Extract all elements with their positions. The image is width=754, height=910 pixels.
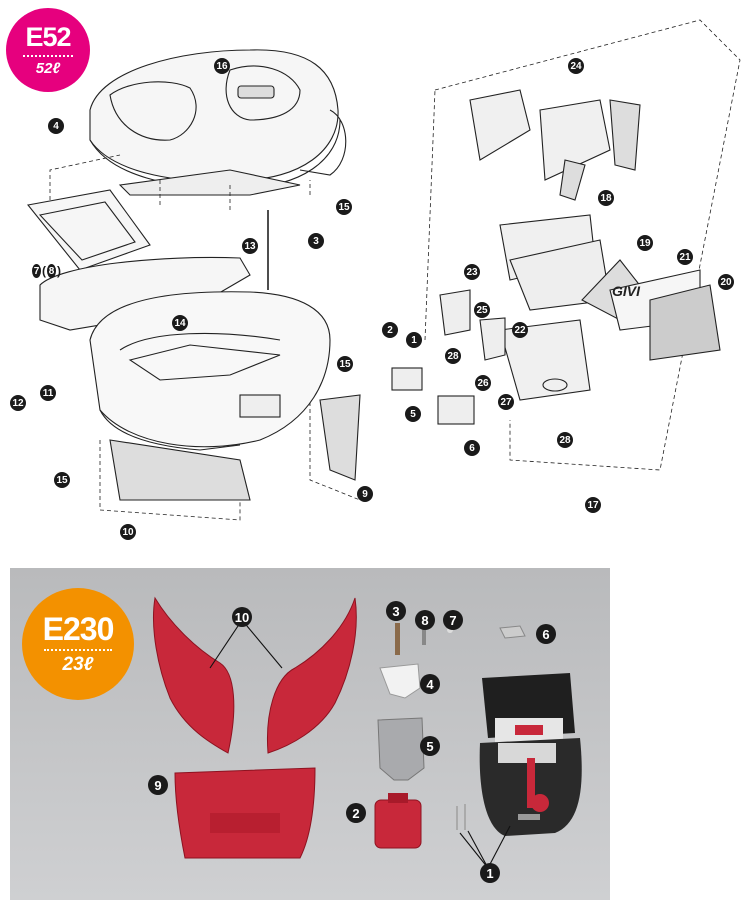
callout-4: 4 [48, 118, 64, 134]
callout-25: 25 [474, 302, 490, 318]
givi-logo-plate: GIVI [612, 283, 641, 299]
callout-18: 18 [598, 190, 614, 206]
callout-28-left: 28 [445, 348, 461, 364]
callout-2: 2 [382, 322, 398, 338]
callout-26: 26 [475, 375, 491, 391]
callout-16: 16 [214, 58, 230, 74]
e230-capacity: 23ℓ [62, 653, 94, 675]
e230-callout-10: 10 [232, 607, 252, 627]
e230-callout-8: 8 [415, 610, 435, 630]
callout-15-skid: 15 [54, 472, 70, 488]
callout-15-base: 15 [337, 356, 353, 372]
e230-parts-photo [153, 596, 582, 869]
callout-14: 14 [172, 315, 188, 331]
e52-model-name: E52 [25, 21, 71, 52]
callout-1: 1 [406, 332, 422, 348]
callout-22: 22 [512, 322, 528, 338]
e52-model-badge: E52 52ℓ [6, 8, 90, 92]
lock-assembly-outline [391, 89, 721, 425]
callout-20: 20 [718, 274, 734, 290]
e52-capacity: 52ℓ [35, 59, 61, 77]
callout-10: 10 [120, 524, 136, 540]
e230-model-badge: E230 23ℓ [22, 588, 134, 700]
e230-callout-6: 6 [536, 624, 556, 644]
callout-6: 6 [464, 440, 480, 456]
badge-divider [44, 648, 112, 651]
inner-tray-outline [26, 189, 151, 271]
callout-19: 19 [637, 235, 653, 251]
callout-27: 27 [498, 394, 514, 410]
callout-24: 24 [568, 58, 584, 74]
callout-21: 21 [677, 249, 693, 265]
callout-5: 5 [405, 406, 421, 422]
e230-callout-5: 5 [420, 736, 440, 756]
callout-13: 13 [242, 238, 258, 254]
callout-23: 23 [464, 264, 480, 280]
e52-exploded-diagram [26, 19, 741, 521]
callout-9: 9 [357, 486, 373, 502]
e230-callout-4: 4 [420, 674, 440, 694]
e230-callout-7: 7 [443, 610, 463, 630]
callout-12: 12 [10, 395, 26, 411]
callout-17: 17 [585, 497, 601, 513]
badge-divider [22, 54, 74, 57]
callout-15-lid: 15 [336, 199, 352, 215]
e230-callout-3: 3 [386, 601, 406, 621]
callout-28-right: 28 [557, 432, 573, 448]
e230-callout-9: 9 [148, 775, 168, 795]
lid-outline [89, 49, 347, 196]
callout-3: 3 [308, 233, 324, 249]
e230-callout-1: 1 [480, 863, 500, 883]
callout-11: 11 [40, 385, 56, 401]
callout-7-8: 7(8) [32, 264, 61, 278]
e230-callout-2: 2 [346, 803, 366, 823]
base-outline [39, 256, 361, 501]
e230-model-name: E230 [42, 610, 115, 647]
